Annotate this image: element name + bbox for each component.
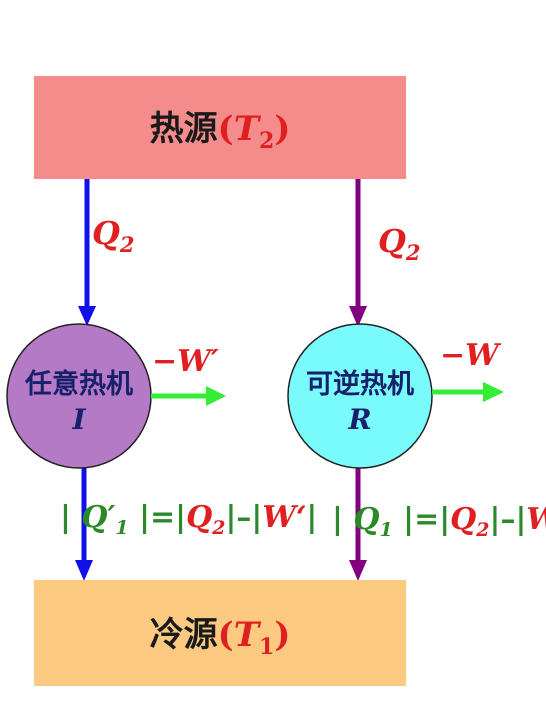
engine-left-text: 任意热机 I — [4, 362, 154, 436]
hot-reservoir: 热源(T2) — [34, 76, 406, 179]
cold-reservoir: 冷源(T1) — [34, 580, 406, 686]
cold-reservoir-label: 冷源(T1) — [149, 614, 291, 660]
left-work-arrowhead — [206, 386, 226, 406]
left-work-label: −W′ — [152, 344, 219, 379]
right-work-label: −W — [440, 338, 499, 373]
right-heat-in-label: Q2 — [378, 222, 421, 265]
engine-left-symbol: I — [72, 403, 86, 436]
left-heat-in-label: Q2 — [92, 214, 135, 257]
right-heat-out-arrowhead — [349, 560, 367, 581]
hot-reservoir-label: 热源(T2) — [149, 109, 291, 154]
right-work-arrowhead — [483, 382, 504, 402]
left-heat-out-arrowhead — [75, 560, 93, 581]
engine-right-circle — [287, 323, 433, 469]
left-heat-in-arrowhead — [78, 306, 96, 326]
engine-right-text: 可逆热机 R — [285, 362, 435, 436]
right-heat-in-arrowhead — [349, 306, 367, 327]
engine-right-name: 可逆热机 — [306, 369, 414, 400]
right-heat-out-equation: | Q1 |=|Q2|–|W| — [332, 502, 546, 541]
engine-left-name: 任意热机 — [25, 369, 133, 400]
left-heat-out-equation: | Q′1 |=|Q2|–|W‘| — [60, 500, 318, 539]
engine-right-symbol: R — [348, 403, 372, 436]
